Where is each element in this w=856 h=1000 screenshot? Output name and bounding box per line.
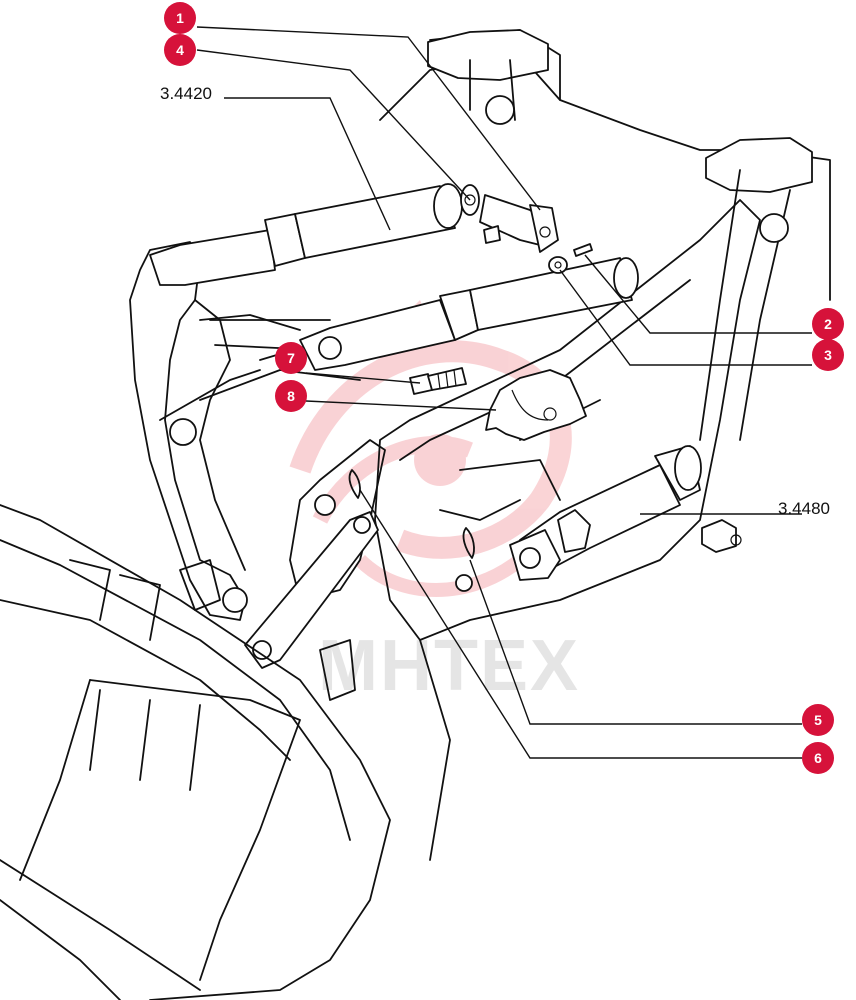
bracket-part	[485, 369, 587, 441]
callout-6-label: 6	[814, 750, 822, 766]
callout-7: 7	[275, 342, 307, 374]
callout-4: 4	[164, 34, 196, 66]
callout-2: 2	[812, 308, 844, 340]
callout-3-label: 3	[824, 347, 832, 363]
bucket	[0, 504, 451, 1000]
washer-part	[548, 256, 568, 274]
callout-7-label: 7	[287, 350, 295, 366]
watermark-text: МНТЕХ	[318, 626, 580, 706]
middle-cylinder	[299, 257, 639, 371]
callout-5-label: 5	[814, 712, 822, 728]
callout-3: 3	[812, 339, 844, 371]
reference-label-lower-cylinder: 3.4480	[778, 499, 830, 518]
leader-lines	[196, 26, 812, 759]
callout-2-label: 2	[824, 316, 832, 332]
callout-8: 8	[275, 380, 307, 412]
callout-4-label: 4	[176, 42, 184, 58]
tie-bar	[244, 511, 379, 669]
cotter-pins	[348, 469, 475, 592]
lower-cylinder	[509, 445, 702, 581]
callout-1: 1	[164, 2, 196, 34]
callout-1-label: 1	[176, 10, 184, 26]
bolt-part	[409, 367, 467, 395]
split-pin-part	[573, 243, 593, 257]
callout-5: 5	[802, 704, 834, 736]
loader-frame	[129, 29, 831, 641]
callout-6: 6	[802, 742, 834, 774]
reference-label-upper-cylinder: 3.4420	[160, 84, 212, 103]
callout-8-label: 8	[287, 388, 295, 404]
pin-assembly	[479, 194, 559, 253]
upper-cylinder	[149, 183, 480, 286]
grease-fitting	[701, 519, 742, 553]
